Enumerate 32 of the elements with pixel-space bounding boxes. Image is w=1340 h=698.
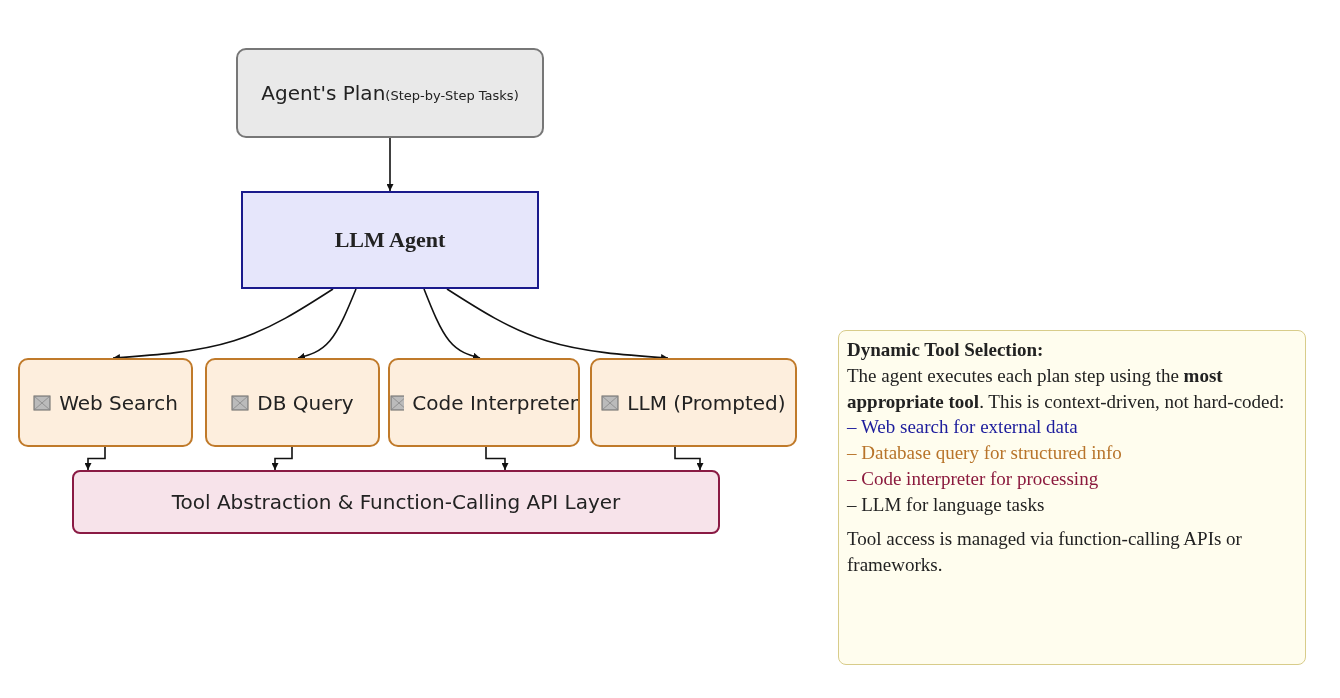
node-label: Tool Abstraction & Function-Calling API Layer <box>171 490 621 514</box>
tool-box <box>18 358 193 447</box>
list-item: – Web search for external data <box>847 415 1079 440</box>
arrow <box>485 446 509 471</box>
node-label: Web Search <box>59 390 178 415</box>
arrow <box>674 446 704 471</box>
arrow <box>297 288 357 360</box>
arrow <box>271 446 293 471</box>
note-card <box>838 330 1306 665</box>
layer-box <box>72 470 720 534</box>
list-item: – Database query for structured info <box>847 441 1123 466</box>
list-item: – Code interpreter for processing <box>847 467 1100 492</box>
node-sublabel: (Step-by-Step Tasks) <box>385 88 519 103</box>
arrow <box>112 288 334 361</box>
node-label: DB Query <box>257 390 354 415</box>
plan-box <box>236 48 544 138</box>
node-label: Agent's Plan <box>261 81 386 105</box>
arrow <box>423 288 481 360</box>
node-label: LLM (Prompted) <box>627 390 786 415</box>
arrow <box>84 446 106 471</box>
note-paragraph: The agent executes each plan step using the most appropriate tool. This is context-driven, not hard-coded: <box>847 363 1286 414</box>
arrow <box>386 137 394 192</box>
node-label: LLM Agent <box>334 227 446 253</box>
tool-box <box>388 358 580 447</box>
tool-box <box>205 358 380 447</box>
note-paragraph: Tool access is managed via function-calling APIs or frameworks. <box>847 526 1243 577</box>
arrow <box>446 288 669 361</box>
agent-box <box>241 191 539 289</box>
list-item: – LLM for language tasks <box>847 492 1046 517</box>
note-heading: Dynamic Tool Selection: <box>847 338 1045 362</box>
node-label: Code Interpreter <box>412 390 578 415</box>
tool-box <box>590 358 797 447</box>
